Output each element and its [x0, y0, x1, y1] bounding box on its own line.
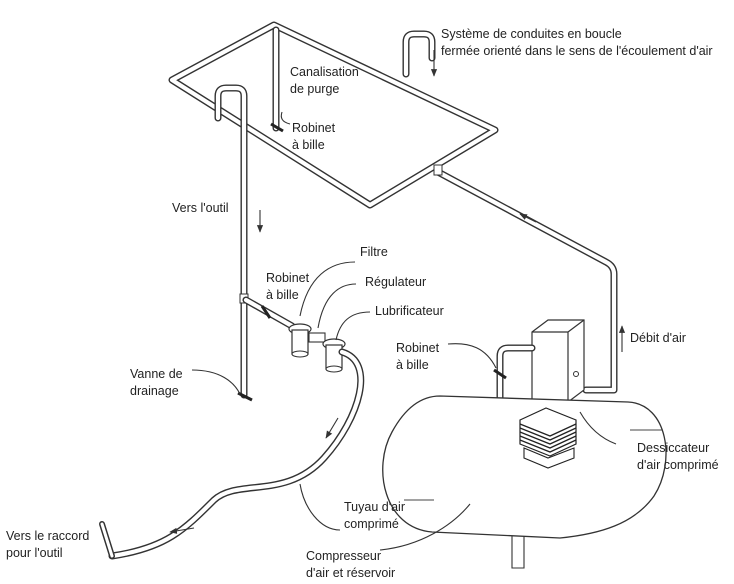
purge-pipe	[270, 26, 284, 133]
label-ball-valve-right: Robinet à bille	[396, 341, 440, 372]
label-to-tool: Vers l'outil	[172, 201, 229, 215]
label-air-dryer: Dessiccateur d'air comprimé	[637, 441, 719, 472]
label-loop-system: Système de conduites en boucle fermée or…	[441, 27, 713, 58]
closed-loop-piping	[168, 21, 499, 209]
air-dryer	[531, 319, 585, 403]
label-ball-valve-top: Robinet à bille	[292, 121, 336, 152]
leader-lines	[191, 111, 617, 551]
frl-unit	[288, 323, 346, 373]
label-air-hose: Tuyau d'air comprimé	[344, 500, 405, 531]
label-lubricator: Lubrificateur	[375, 304, 444, 318]
label-drain-valve: Vanne de drainage	[130, 367, 183, 398]
compressor-head	[519, 407, 577, 469]
label-air-flow: Débit d'air	[630, 331, 686, 345]
tool-drop-pipe	[214, 84, 253, 402]
frl-branch-pipe	[242, 296, 296, 330]
loop-riser-top-right	[402, 30, 436, 78]
label-ball-valve-mid: Robinet à bille	[266, 271, 310, 302]
label-purge-line: Canalisation de purge	[290, 65, 359, 96]
label-regulator: Régulateur	[365, 275, 427, 289]
label-compressor: Compresseur d'air et réservoir	[306, 549, 396, 580]
supply-pipe	[433, 164, 618, 394]
flow-arrows	[169, 50, 626, 534]
dryer-tank-pipe	[493, 344, 536, 432]
air-hose	[99, 348, 365, 560]
label-tool-coupling: Vers le raccord pour l'outil	[6, 529, 90, 560]
label-filter: Filtre	[360, 245, 388, 259]
